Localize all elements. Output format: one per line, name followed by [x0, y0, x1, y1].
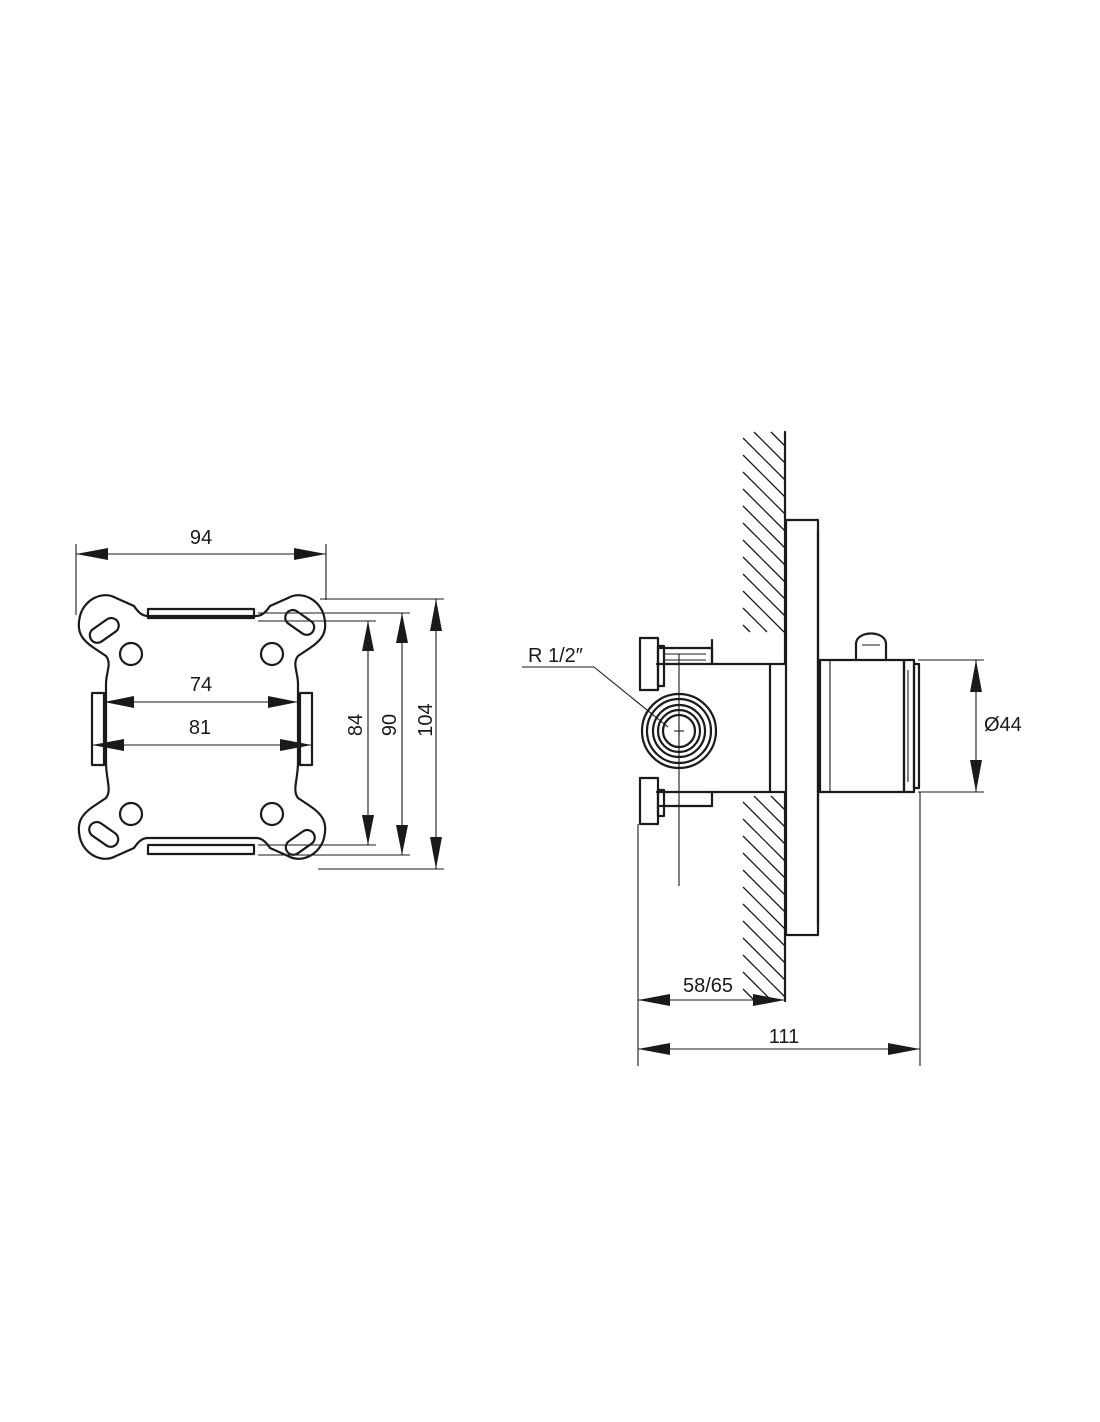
hatch-line	[742, 937, 786, 981]
dim-104-label: 104	[415, 703, 437, 736]
hole-bottom-left	[118, 801, 144, 827]
hatch-line	[742, 590, 785, 633]
dimension-90: 90	[379, 613, 408, 855]
valve-body	[655, 638, 787, 808]
slot-top-right	[284, 608, 316, 636]
hatch-line	[742, 454, 786, 498]
dimension-81: 81	[92, 717, 312, 751]
dim-81-label: 81	[189, 717, 211, 739]
hatch-line	[742, 920, 786, 964]
front-view: 94 74 81 84	[75, 527, 444, 870]
hole-top-left	[118, 641, 144, 667]
mounting-plate-outline	[77, 594, 327, 860]
hatch-line	[742, 852, 786, 896]
top-tab	[146, 607, 256, 620]
hatch-line	[742, 607, 768, 633]
side-view: R 1/2″ Ø44 58/65	[522, 430, 1022, 1066]
dim-74-label: 74	[190, 674, 212, 696]
wall-upper	[742, 430, 787, 666]
hatch-line	[753, 795, 786, 828]
slot-bottom-left	[88, 820, 120, 848]
bottom-tab	[146, 843, 256, 856]
right-side-tab	[298, 691, 314, 767]
hatch-line	[742, 488, 786, 532]
thread-label: R 1/2″	[528, 645, 583, 667]
hatch-line	[742, 801, 786, 845]
thread-connection	[640, 654, 718, 886]
hole-bottom-right	[259, 801, 285, 827]
thread-leader: R 1/2″	[522, 645, 669, 728]
hatch-line	[742, 522, 786, 566]
dim-90-label: 90	[379, 714, 401, 736]
dim-94-label: 94	[190, 527, 212, 549]
hatch-line	[770, 795, 786, 811]
hatch-line	[742, 869, 786, 913]
hatch-line	[742, 556, 786, 600]
dimension-74: 74	[104, 674, 298, 708]
cartridge	[818, 632, 921, 794]
dimension-84: 84	[345, 621, 374, 845]
hatch-line	[742, 471, 786, 515]
hatch-line	[753, 431, 786, 464]
left-side-tab	[90, 691, 106, 767]
mounting-flange	[638, 636, 666, 826]
slot-bottom-right	[284, 828, 316, 856]
cover-plate	[784, 518, 820, 937]
dim-total-length-label: 111	[769, 1026, 799, 1048]
hatch-line	[742, 903, 786, 947]
dimension-104: 104	[415, 599, 442, 869]
dim-84-label: 84	[345, 714, 367, 736]
hatch-line	[742, 954, 786, 998]
hatch-line	[742, 818, 786, 862]
dimension-install-depth: 58/65	[637, 824, 785, 1066]
dim-diameter-label: Ø44	[984, 714, 1022, 736]
dimension-total-length: 111	[638, 792, 921, 1066]
hatch-line	[742, 835, 786, 879]
vertical-extension-lines	[258, 598, 444, 870]
hatch-line	[742, 437, 786, 481]
hatch-line	[742, 624, 751, 633]
hatch-line	[742, 971, 773, 1002]
hatch-line	[742, 573, 786, 617]
slot-top-left	[88, 616, 120, 644]
hatch-line	[742, 505, 786, 549]
hatch-line	[742, 539, 786, 583]
hatch-line	[742, 886, 786, 930]
dimension-94: 94	[75, 527, 327, 615]
dimension-diameter: Ø44	[918, 659, 1022, 793]
hatch-line	[770, 431, 786, 447]
dim-install-depth-label: 58/65	[683, 975, 733, 997]
wall-lower	[742, 790, 787, 1003]
hole-top-right	[259, 641, 285, 667]
